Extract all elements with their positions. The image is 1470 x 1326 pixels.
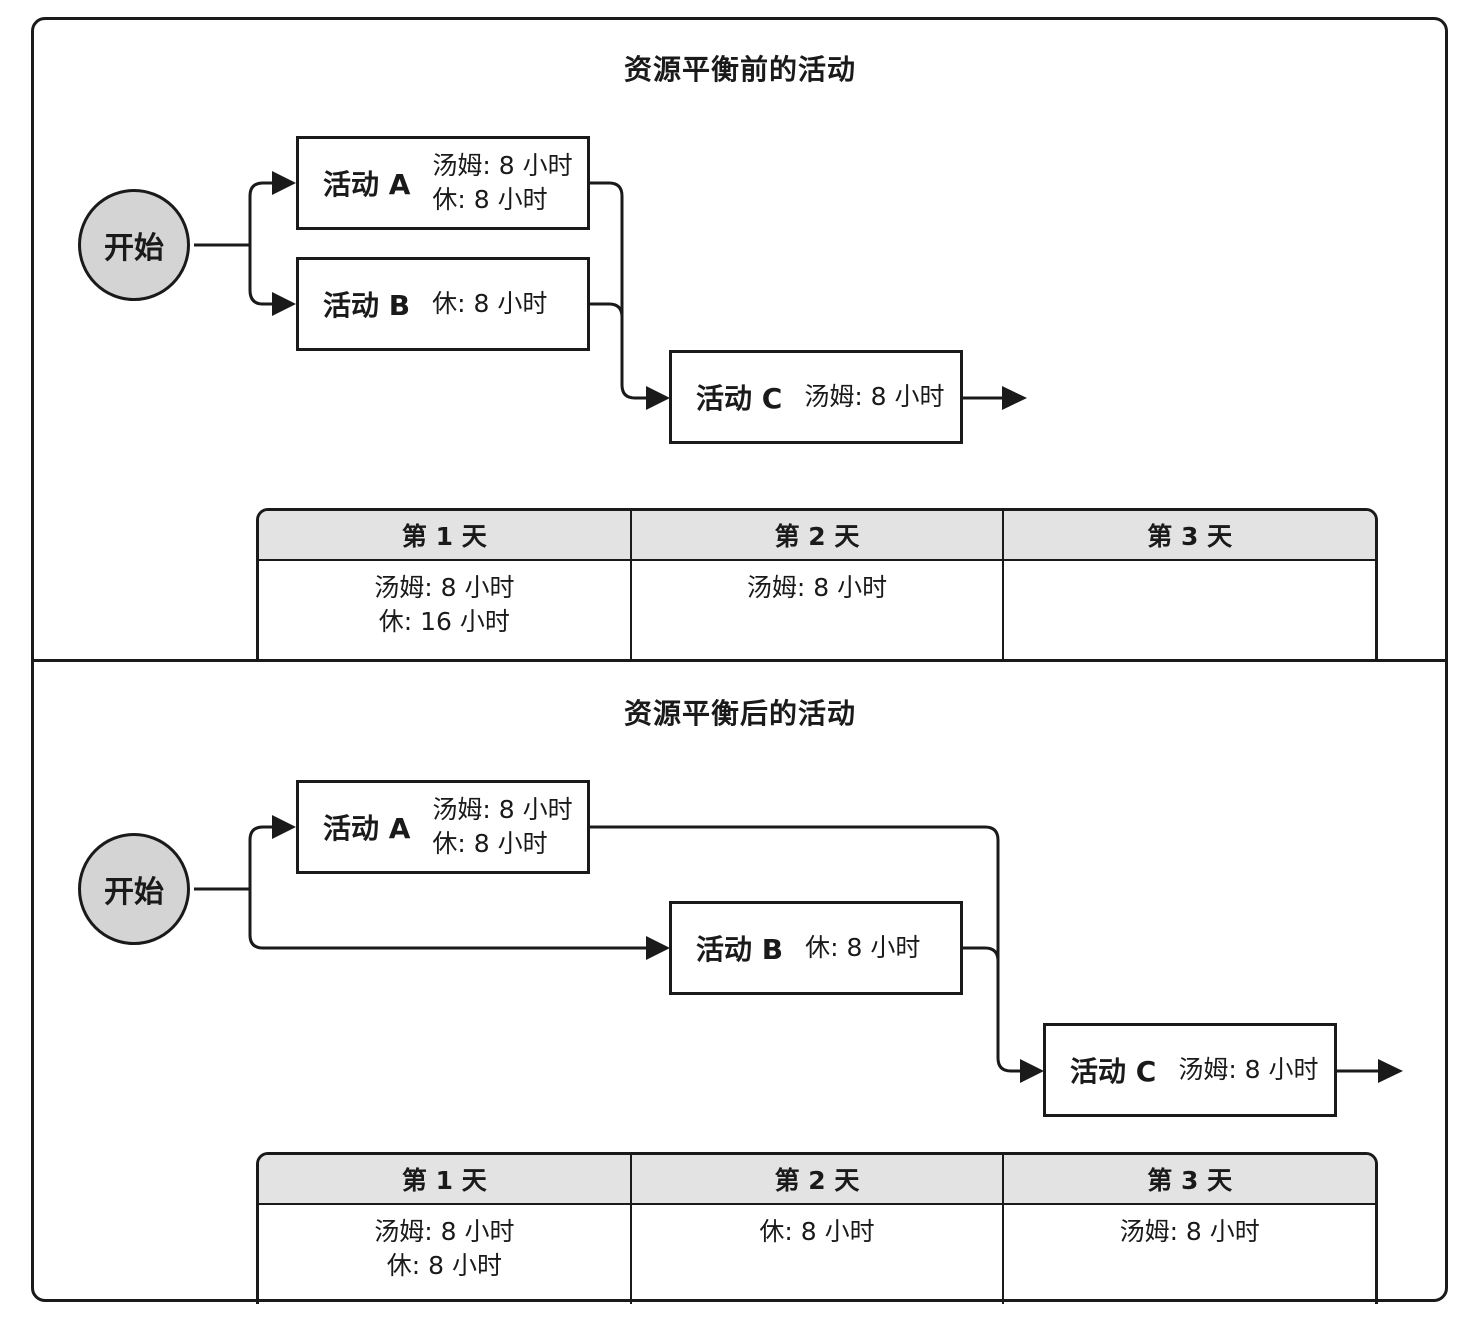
activity-name: 活动 A: [323, 812, 411, 845]
schedule-column-day-2: 第 2 天 休: 8 小时: [629, 1155, 1003, 1304]
day-header: 第 3 天: [1004, 1155, 1375, 1205]
day-header: 第 1 天: [259, 1155, 630, 1205]
arrowhead: [646, 936, 670, 960]
resource-line: 汤姆: 8 小时: [1178, 1055, 1319, 1084]
resource-line: 汤姆: 8 小时: [432, 795, 573, 824]
bottom-start-to-a: [248, 825, 272, 889]
top-a-to-c: [590, 181, 646, 400]
activity-name: 活动 A: [323, 168, 411, 201]
top-activity-a: 活动 A 汤姆: 8 小时 休: 8 小时: [296, 136, 590, 230]
bottom-schedule-table: 第 1 天 汤姆: 8 小时 休: 8 小时 第 2 天 休: 8 小时 第 3…: [256, 1152, 1378, 1304]
schedule-column-day-3: 第 3 天: [1002, 511, 1375, 660]
activity-name: 活动 B: [323, 289, 411, 322]
top-start-node: 开始: [78, 189, 190, 301]
bottom-panel-title: 资源平衡后的活动: [623, 697, 856, 730]
resource-line: 休: 8 小时: [432, 289, 548, 318]
activity-resources: 休: 8 小时: [805, 931, 920, 965]
top-b-to-c: [590, 302, 624, 318]
day-entries: 汤姆: 8 小时 休: 8 小时: [259, 1205, 630, 1304]
activity-name: 活动 B: [696, 933, 784, 966]
day-header: 第 1 天: [259, 511, 630, 561]
bottom-a-to-c: [590, 825, 1020, 1073]
arrowhead: [272, 815, 296, 839]
bottom-activity-c: 活动 C 汤姆: 8 小时: [1043, 1023, 1337, 1117]
day-header: 第 2 天: [631, 1155, 1003, 1205]
day-entries: 休: 8 小时: [632, 1205, 1003, 1304]
activity-resources: 汤姆: 8 小时: [804, 380, 944, 414]
panel-divider: [31, 659, 1448, 662]
day-entry: 汤姆: 8 小时: [1119, 1217, 1260, 1246]
bottom-activity-b: 活动 B 休: 8 小时: [669, 901, 963, 995]
activity-resources: 汤姆: 8 小时 休: 8 小时: [432, 793, 572, 861]
arrowhead: [272, 292, 296, 316]
bottom-start-node: 开始: [78, 833, 190, 945]
bottom-activity-a: 活动 A 汤姆: 8 小时 休: 8 小时: [296, 780, 590, 874]
resource-line: 休: 8 小时: [432, 185, 548, 214]
resource-line: 汤姆: 8 小时: [804, 382, 945, 411]
day-entry: 休: 16 小时: [378, 607, 510, 636]
activity-resources: 汤姆: 8 小时 休: 8 小时: [432, 149, 572, 217]
activity-name: 活动 C: [1070, 1055, 1157, 1088]
resource-line: 休: 8 小时: [805, 933, 921, 962]
top-panel-title: 资源平衡前的活动: [623, 53, 856, 86]
activity-name: 活动 C: [696, 382, 783, 415]
day-entries: 汤姆: 8 小时: [1004, 1205, 1375, 1304]
day-entries: [1004, 561, 1375, 660]
day-entry: 汤姆: 8 小时: [746, 573, 888, 602]
arrowhead: [1020, 1059, 1044, 1083]
top-start-to-b: [248, 245, 272, 306]
bottom-b-to-c: [963, 946, 1000, 962]
top-schedule-table: 第 1 天 汤姆: 8 小时 休: 16 小时 第 2 天 汤姆: 8 小时 第…: [256, 508, 1378, 660]
schedule-column-day-2: 第 2 天 汤姆: 8 小时: [629, 511, 1003, 660]
schedule-column-day-1: 第 1 天 汤姆: 8 小时 休: 8 小时: [259, 1155, 630, 1304]
resource-line: 休: 8 小时: [432, 829, 548, 858]
schedule-column-day-3: 第 3 天 汤姆: 8 小时: [1002, 1155, 1375, 1304]
resource-line: 汤姆: 8 小时: [432, 151, 573, 180]
day-entry: 休: 8 小时: [386, 1251, 502, 1280]
day-entry: 汤姆: 8 小时: [374, 573, 515, 602]
top-activity-b: 活动 B 休: 8 小时: [296, 257, 590, 351]
arrowhead: [646, 386, 670, 410]
activity-resources: 汤姆: 8 小时: [1178, 1053, 1318, 1087]
activity-resources: 休: 8 小时: [432, 287, 547, 321]
bottom-start-to-b: [248, 889, 646, 950]
day-entries: 汤姆: 8 小时: [632, 561, 1003, 660]
day-header: 第 3 天: [1004, 511, 1375, 561]
schedule-column-day-1: 第 1 天 汤姆: 8 小时 休: 16 小时: [259, 511, 630, 660]
day-header: 第 2 天: [631, 511, 1003, 561]
day-entries: 汤姆: 8 小时 休: 16 小时: [259, 561, 630, 660]
day-entry: 休: 8 小时: [759, 1217, 875, 1246]
arrowhead: [1002, 386, 1027, 410]
arrowhead: [1378, 1059, 1403, 1083]
day-entry: 汤姆: 8 小时: [374, 1217, 515, 1246]
arrowhead: [272, 171, 296, 195]
top-start-to-a: [248, 181, 272, 245]
top-activity-c: 活动 C 汤姆: 8 小时: [669, 350, 963, 444]
